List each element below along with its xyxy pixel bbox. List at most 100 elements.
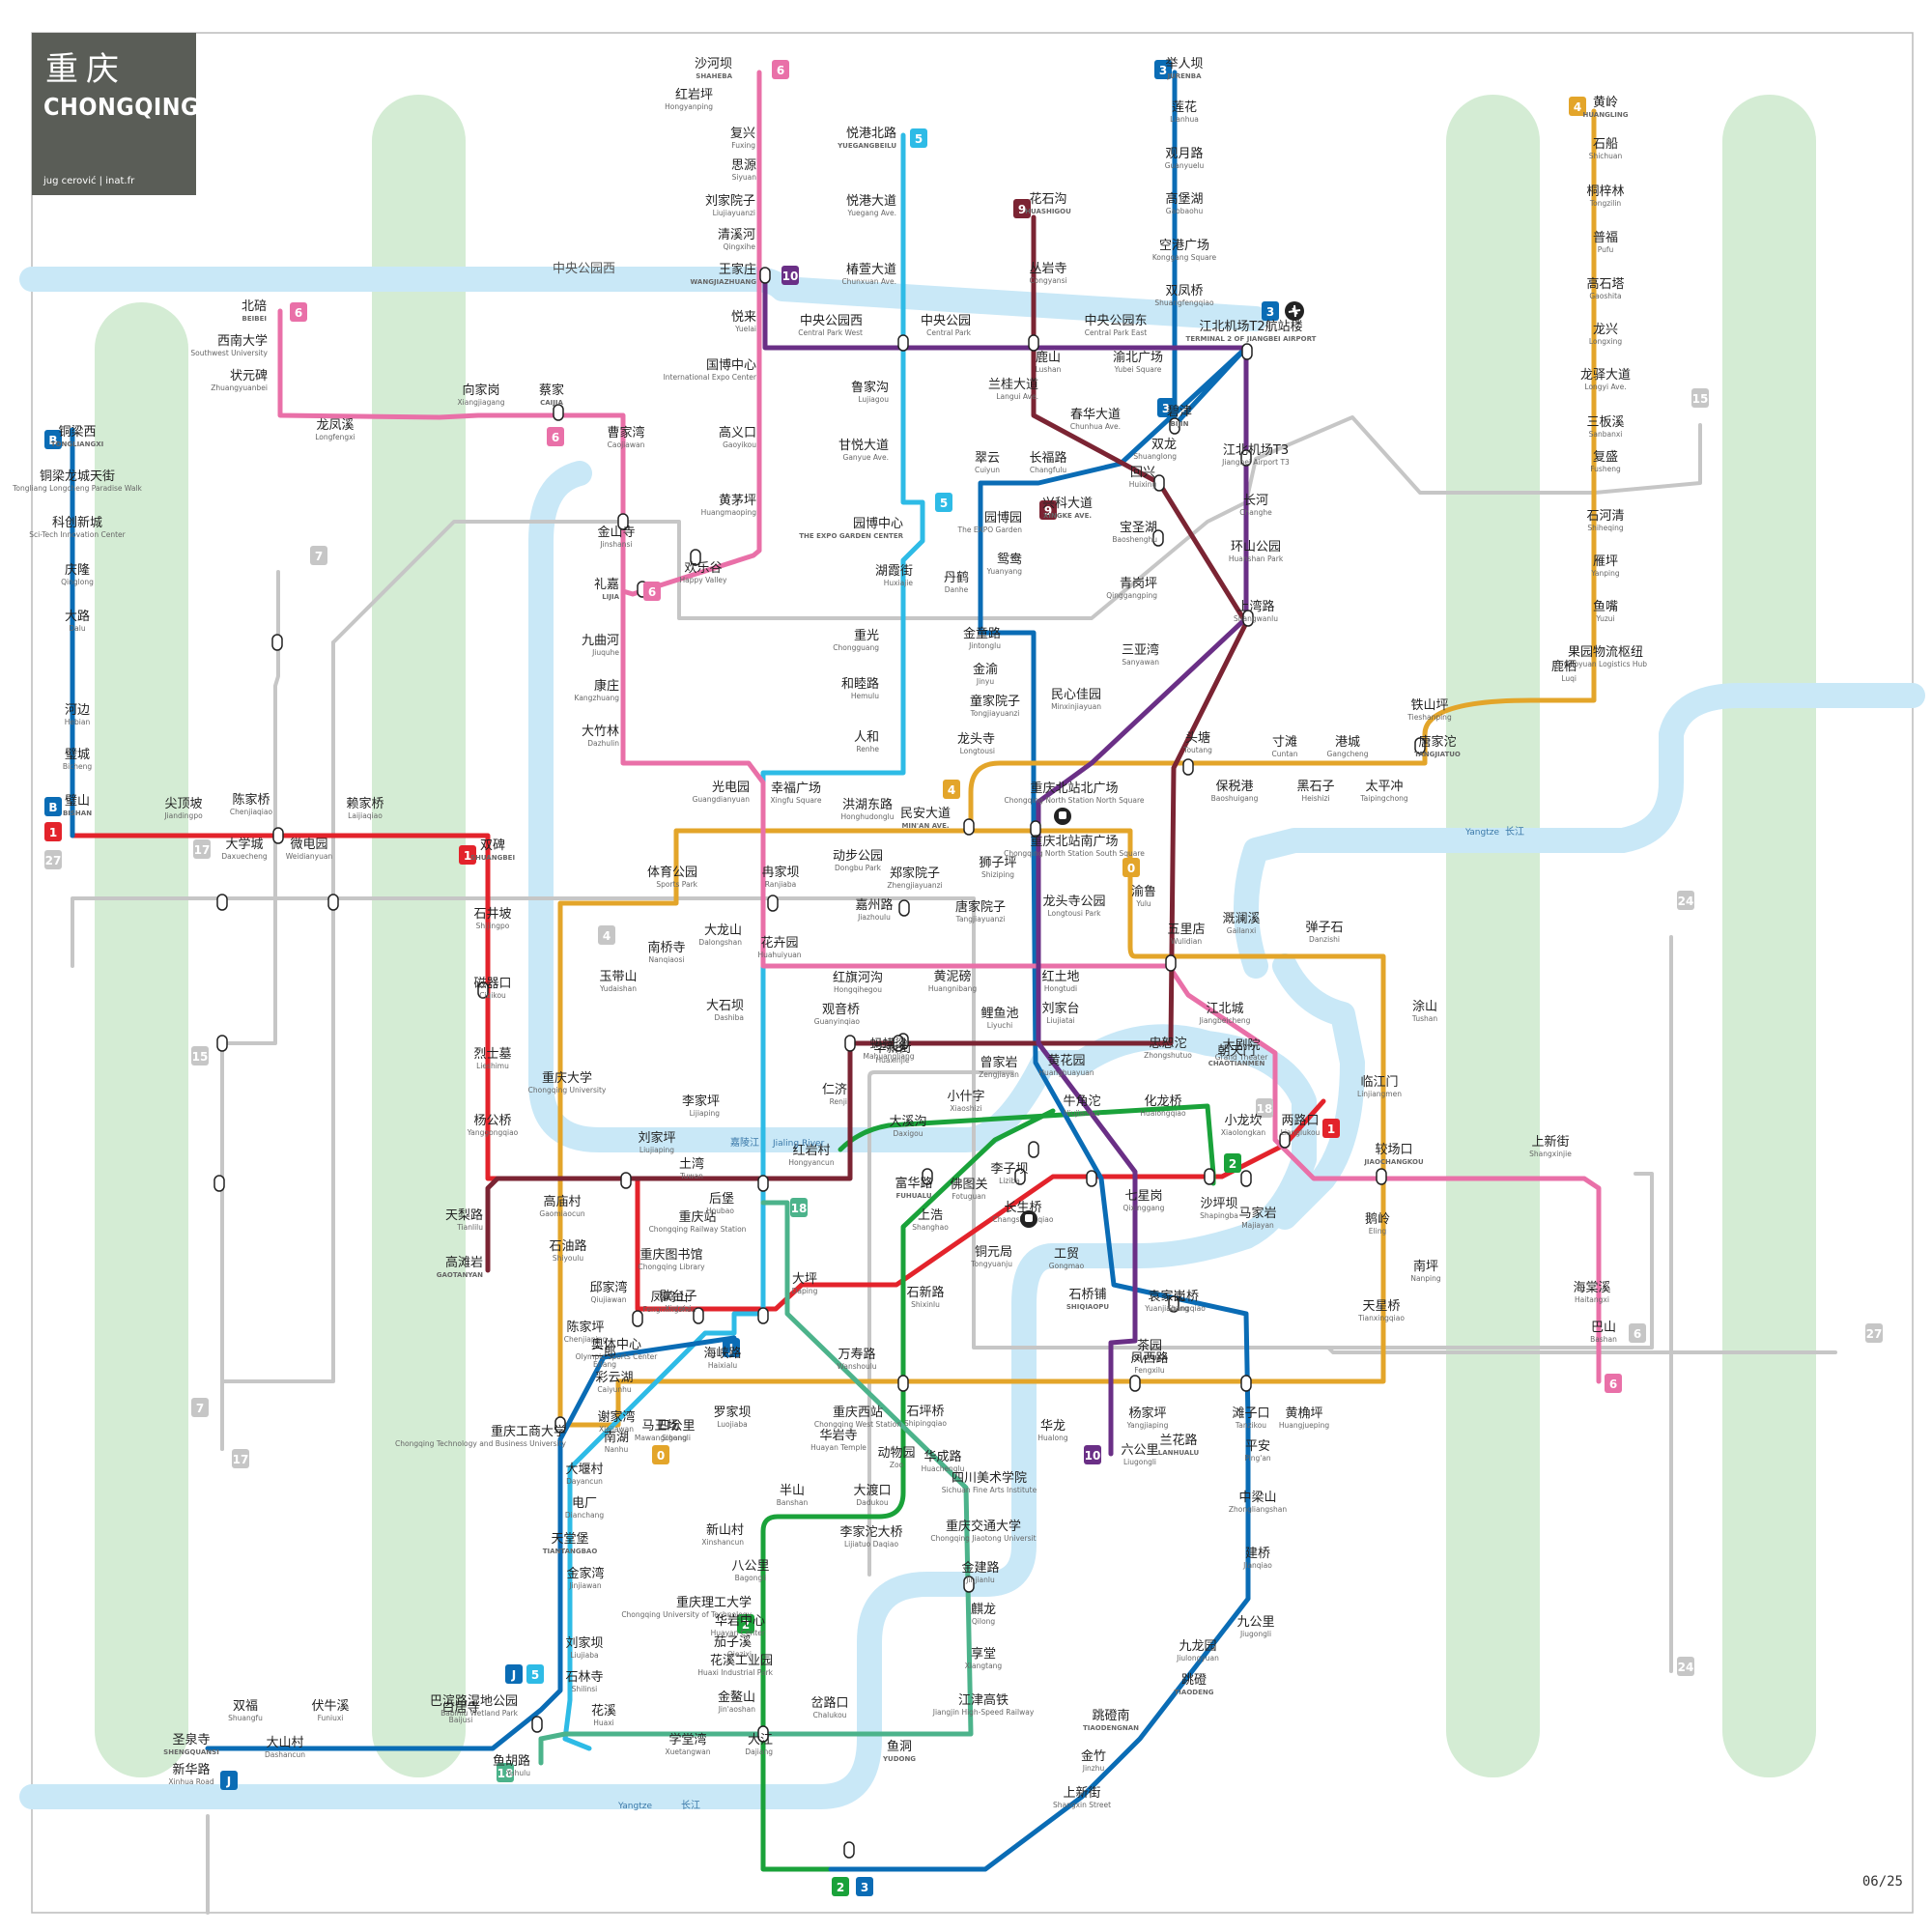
station-name-zh: 巴山 — [1591, 1321, 1616, 1335]
metro-line — [222, 642, 333, 1449]
station-label: 翠云Cuiyun — [975, 451, 1000, 474]
station-label: 宝圣湖Baoshenghu — [1112, 521, 1157, 544]
station-marker — [217, 895, 227, 910]
station-name-zh: 陈家坪 — [566, 1320, 604, 1335]
station-name-zh: 童家院子 — [970, 694, 1020, 709]
station-name-en: BIJIN — [1170, 420, 1188, 428]
station-label: 五里店Wulidian — [1167, 923, 1205, 946]
station-name-en: Xiaoshizi — [950, 1104, 981, 1113]
line-badge-number: 6 — [648, 585, 656, 599]
station-name-zh: 长福路 — [1029, 450, 1066, 466]
station-name-zh: 太平冲 — [1365, 780, 1403, 794]
station-label: 保税港Baoshuigang — [1211, 780, 1259, 803]
station-name-en: JURENBA — [1166, 72, 1202, 80]
station-name-zh: 上浩 — [918, 1208, 943, 1223]
station-name-en: JIAOCHANGKOU — [1363, 1158, 1424, 1166]
station-name-zh: 双福 — [233, 1699, 258, 1714]
station-name-zh: 民安大道 — [900, 807, 951, 821]
river-label-yangtze-east-en: Yangtze — [1464, 828, 1499, 838]
station-name-zh: 烈士墓 — [473, 1047, 511, 1062]
station-name-en: Yuanyang — [986, 567, 1023, 576]
station-label: 花卉园Huahuiyuan — [757, 935, 801, 959]
station-label: 享堂Xiangtang — [965, 1646, 1003, 1670]
station-name-en: Daxuecheng — [221, 852, 267, 861]
station-name-en: Hualong — [1037, 1434, 1067, 1442]
station-name-en: Houbao — [706, 1207, 734, 1215]
station-label: 石井坡Shijingpo — [473, 907, 511, 930]
station-label: 大坪Daping — [792, 1272, 818, 1295]
line-badge-number: 7 — [196, 1402, 204, 1415]
station-name-zh: 双凤桥 — [1165, 284, 1203, 298]
station-name-zh: 状元碑 — [230, 368, 268, 384]
station-label: 双凤桥Shuangfengqiao — [1154, 284, 1214, 307]
station-name-en: Daxigou — [894, 1129, 923, 1138]
station-marker — [1087, 1171, 1096, 1186]
station-name-zh: 享堂 — [971, 1646, 996, 1662]
station-name-zh: 化龙桥 — [1144, 1094, 1181, 1109]
station-name-en: Nanqiaosi — [649, 955, 685, 964]
station-name-en: Chunhua Ave. — [1070, 422, 1121, 431]
station-name-zh: 九公里 — [1236, 1615, 1274, 1630]
station-name-zh: 六公里 — [1121, 1443, 1158, 1458]
station-name-zh: 牛角沱 — [1063, 1094, 1100, 1109]
station-name-zh: 谢家湾 — [597, 1409, 635, 1425]
station-name-en: Hongyancun — [788, 1158, 834, 1167]
station-label: 红旗河沟Hongqihegou — [833, 970, 883, 994]
line-badge-number: B — [48, 801, 57, 814]
station-label: 金渝Jinyu — [973, 662, 998, 686]
station-marker — [768, 895, 778, 911]
station-name-en: CAIJIA — [540, 399, 563, 407]
central-park-west-label: 中央公园西 — [553, 262, 615, 276]
station-name-zh: 铜梁龙城天街 — [40, 469, 115, 484]
station-name-en: Jintonglu — [968, 641, 1001, 650]
station-name-en: Liujiaping — [639, 1146, 674, 1154]
station-name-en: Chongqing North Station South Square — [1004, 849, 1145, 858]
station-name-zh: 重庆北站北广场 — [1030, 781, 1118, 796]
station-name-en: Dongbu Park — [835, 864, 882, 872]
station-name-en: Huxiajie — [884, 579, 914, 587]
station-name-zh: 金鳌山 — [718, 1690, 755, 1705]
station-name-en: Shiziping — [981, 870, 1014, 879]
station-name-zh: 甘悦大道 — [838, 439, 889, 453]
station-name-zh: 鱼洞 — [887, 1739, 912, 1754]
line-badge-number: 7 — [315, 550, 323, 563]
station-name-en: Shiyoulu — [553, 1254, 583, 1263]
station-name-zh: 李家坪 — [682, 1094, 720, 1109]
line-badge-number: 6 — [552, 431, 559, 444]
station-label: 圣泉寺SHENGQUANSI — [163, 1732, 219, 1756]
station-marker — [758, 1176, 768, 1191]
station-name-zh: 悦港大道 — [846, 194, 896, 209]
station-name-en: Longtousi Park — [1047, 909, 1101, 918]
station-name-zh: 璧山 — [65, 793, 90, 809]
station-label: 中梁山Zhongliangshan — [1229, 1491, 1288, 1514]
station-name-en: Funiuxi — [318, 1714, 344, 1722]
line-badge: 6 — [772, 60, 789, 79]
station-label: 巴滨路湿地公园Babinlu Wetland Park — [430, 1693, 519, 1718]
station-label: 鹿栖Luqi — [1551, 659, 1577, 683]
station-name-zh: 刘家台 — [1041, 1001, 1079, 1016]
station-name-en: Ranjiaba — [765, 880, 797, 889]
station-label: 三亚湾Sanyawan — [1122, 642, 1159, 667]
station-name-zh: 金童路 — [963, 626, 1001, 641]
station-name-zh: 椿萱大道 — [846, 263, 896, 277]
station-name-zh: 头塘 — [1185, 730, 1210, 746]
line-badge-number: 24 — [1678, 895, 1694, 908]
station-label: 刘家坪Liujiaping — [638, 1130, 675, 1154]
station-name-en: Happy Valley — [680, 576, 728, 584]
station-name-zh: 丹鹤 — [944, 570, 969, 585]
station-name-en: LANHUALU — [1158, 1449, 1200, 1457]
station-label: 黄泥磅Huangnibang — [928, 969, 977, 993]
station-label: 人和Renhe — [854, 730, 879, 753]
station-label: 金山寺Jinshansi — [597, 525, 635, 549]
station-label: 举人坝JURENBA — [1165, 57, 1203, 80]
station-name-zh: 高庙村 — [543, 1194, 581, 1209]
station-name-zh: 九龙园 — [1179, 1639, 1216, 1654]
station-marker — [1242, 344, 1252, 359]
station-name-en: LIJIA — [602, 593, 619, 601]
station-name-en: TERMINAL 2 OF JIANGBEI AIRPORT — [1186, 335, 1317, 343]
station-label: 石坪桥Shipingqiao — [904, 1405, 947, 1428]
